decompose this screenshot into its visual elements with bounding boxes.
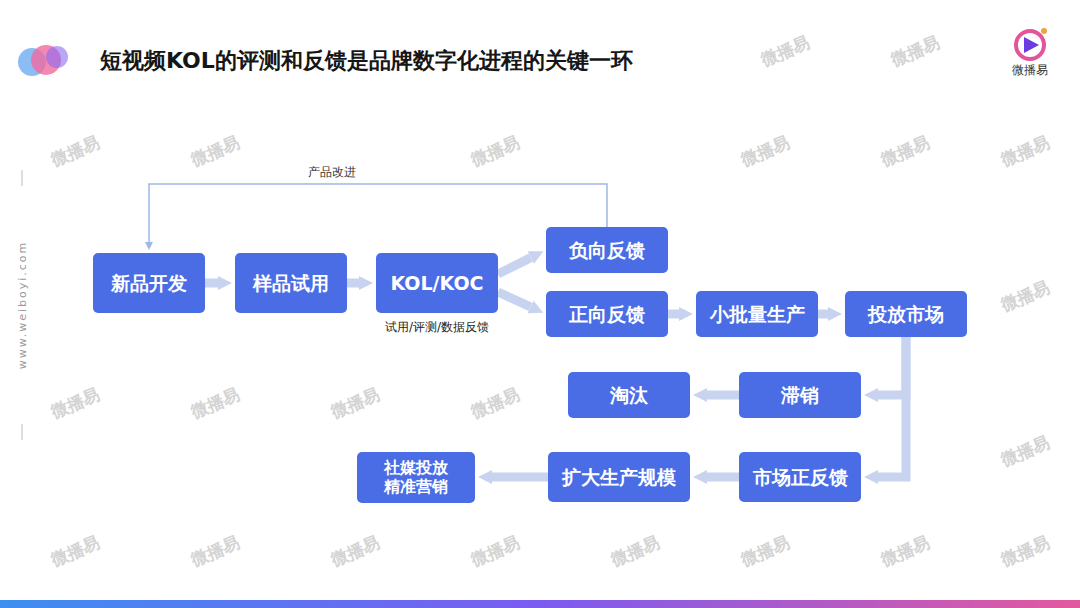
box-label: 市场正反馈	[753, 466, 848, 489]
watermark: 微播易	[878, 531, 934, 571]
watermark: 微播易	[468, 383, 524, 423]
box-label: 负向反馈	[569, 239, 645, 262]
bottom-bar	[0, 600, 1080, 608]
watermark: 微播易	[998, 131, 1054, 171]
process-box: 扩大生产规模	[548, 452, 690, 502]
side-tick	[22, 170, 23, 186]
flow-arrow	[707, 391, 739, 400]
watermark: 微播易	[188, 383, 244, 423]
process-box: 社媒投放 精准营销	[357, 452, 475, 503]
watermark: 微播易	[468, 531, 524, 571]
watermark: 微播易	[48, 131, 104, 171]
watermark: 微播易	[608, 531, 664, 571]
box-label: KOL/KOC	[390, 272, 483, 295]
flow-arrow	[498, 292, 531, 307]
edge-label: 产品改进	[305, 164, 359, 181]
watermark: 微播易	[468, 131, 524, 171]
watermark: 微播易	[48, 383, 104, 423]
watermark: 微播易	[188, 531, 244, 571]
flow-arrow	[347, 279, 359, 288]
site-url: www.weiboyi.com	[16, 241, 29, 370]
flow-arrow	[492, 473, 548, 482]
process-box: 滞销	[739, 372, 861, 418]
flow-arrow	[498, 258, 531, 274]
title-dot	[46, 46, 68, 68]
watermark: 微播易	[998, 276, 1054, 316]
process-box: 新品开发	[93, 253, 205, 313]
watermark: 微播易	[188, 131, 244, 171]
process-box: 样品试用	[235, 253, 347, 313]
logo-text: 微播易	[1012, 62, 1048, 79]
watermark: 微播易	[328, 531, 384, 571]
watermark: 微播易	[738, 531, 794, 571]
watermark: 微播易	[328, 383, 384, 423]
flow-arrow	[878, 337, 906, 477]
watermark: 微播易	[998, 431, 1054, 471]
slide-title: 短视频KOL的评测和反馈是品牌数字化进程的关键一环	[100, 46, 633, 76]
logo-ring	[1016, 31, 1044, 59]
process-box: 投放市场	[845, 291, 967, 337]
box-label: 淘汰	[610, 384, 648, 407]
process-box: 小批量生产	[696, 291, 818, 337]
flow-arrow	[149, 184, 607, 242]
box-caption: 试用/评测/数据反馈	[385, 319, 489, 336]
box-label: 投放市场	[868, 303, 944, 326]
watermark: 微播易	[758, 31, 814, 71]
box-label: 新品开发	[111, 272, 187, 295]
watermark: 微播易	[998, 531, 1054, 571]
logo-dot	[1041, 28, 1047, 34]
flow-arrow	[707, 473, 739, 482]
flow-arrow	[668, 310, 679, 319]
watermark: 微播易	[888, 31, 944, 71]
process-box: KOL/KOC试用/评测/数据反馈	[376, 253, 498, 313]
process-box: 正向反馈	[546, 291, 668, 337]
box-label: 正向反馈	[569, 303, 645, 326]
box-label: 小批量生产	[710, 303, 805, 326]
process-box: 淘汰	[568, 372, 690, 418]
watermark: 微播易	[878, 131, 934, 171]
side-tick	[22, 424, 23, 440]
box-label: 样品试用	[253, 272, 329, 295]
box-label: 扩大生产规模	[562, 466, 676, 489]
process-box: 负向反馈	[546, 227, 668, 273]
watermark: 微播易	[738, 131, 794, 171]
process-box: 市场正反馈	[739, 452, 861, 502]
flow-arrow	[818, 310, 828, 319]
watermark: 微播易	[48, 531, 104, 571]
box-label: 社媒投放 精准营销	[380, 458, 452, 496]
box-label: 滞销	[781, 384, 819, 407]
logo-play	[1024, 37, 1039, 53]
flow-arrow	[205, 279, 218, 288]
